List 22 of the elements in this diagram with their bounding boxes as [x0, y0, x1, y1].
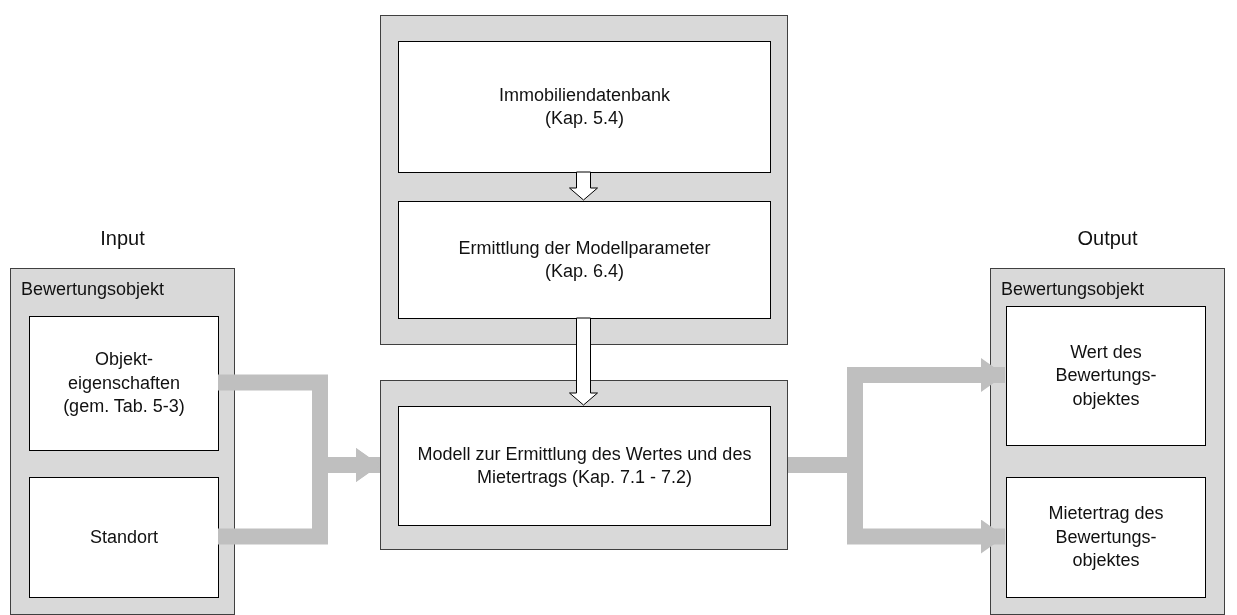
box-label: Immobiliendatenbank (Kap. 5.4) — [497, 83, 672, 130]
process-box — [1006, 306, 1206, 446]
box-label: Modell zur Ermittlung des Wertes und des Mietertrags (Kap. 7.1 - 7.2) — [416, 442, 753, 489]
panel-heading: Output — [1076, 227, 1139, 250]
box-label: Wert des Bewertungs- objektes — [1054, 340, 1158, 411]
box-label: Mietertrag des Bewertungs- objektes — [1047, 502, 1165, 573]
process-box — [398, 201, 771, 319]
panel-heading: Input — [99, 227, 146, 250]
process-box — [398, 406, 771, 526]
process-box — [398, 41, 771, 173]
box-label: Standort — [89, 525, 158, 549]
arrow — [569, 317, 598, 406]
panel-title: Bewertungsobjekt — [1001, 279, 1145, 300]
process-box — [1006, 477, 1206, 598]
box-label: Objekt- eigenschaften (gem. Tab. 5-3) — [62, 348, 186, 419]
group-panel — [380, 380, 788, 550]
group-panel — [380, 15, 788, 345]
arrow — [569, 171, 598, 201]
box-label: Ermittlung der Modellparameter (Kap. 6.4) — [457, 236, 712, 283]
process-box — [29, 316, 219, 451]
process-box — [29, 477, 219, 598]
panel-title: Bewertungsobjekt — [21, 279, 165, 300]
